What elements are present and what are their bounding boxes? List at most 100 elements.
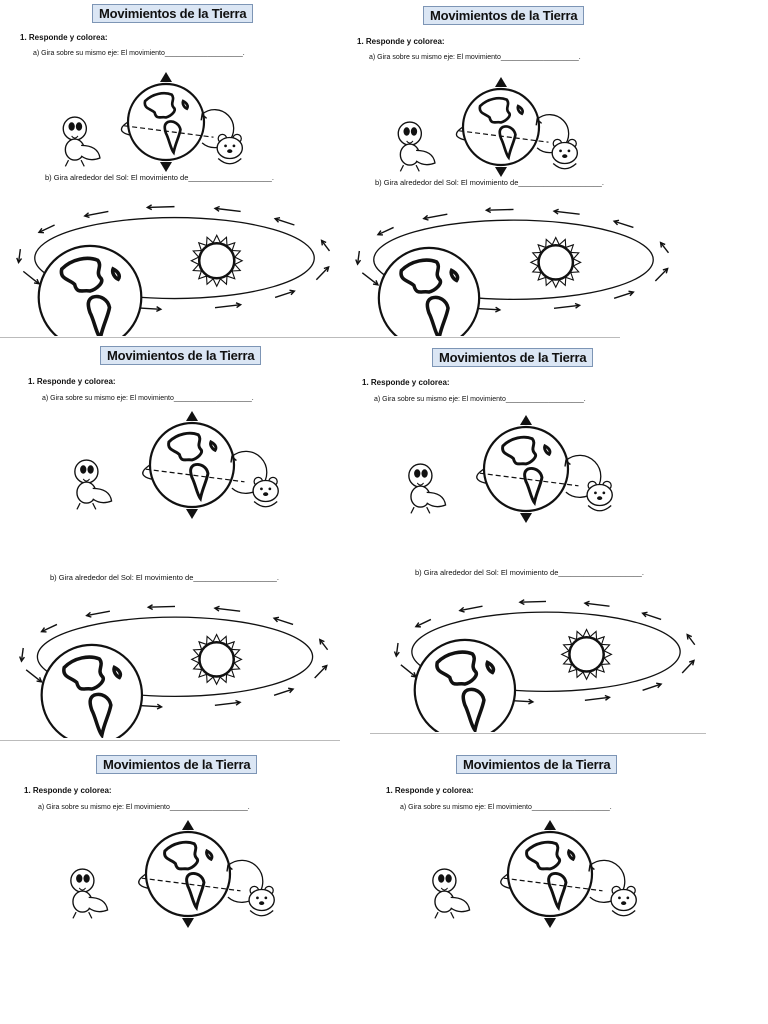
orbit-arrow — [686, 634, 696, 646]
orbit-arrow — [377, 226, 394, 236]
worksheet-title: Movimientos de la Tierra — [96, 755, 258, 774]
south-pole-marker — [160, 162, 172, 172]
part-a-prompt: a) Gira sobre su mismo eje: El movimient… — [400, 804, 612, 811]
bear-character — [586, 480, 613, 512]
translation-illustration — [393, 599, 696, 732]
orbit-arrow — [22, 270, 40, 285]
orbit-arrow — [25, 669, 42, 683]
orbit-arrow — [20, 647, 24, 662]
orbit-arrow — [400, 664, 417, 678]
bird-character — [70, 868, 109, 919]
arrowhead — [36, 677, 43, 683]
part-b-prompt: b) Gira alrededor del Sol: El movimiento… — [45, 173, 274, 182]
south-pole-marker — [544, 918, 556, 928]
arrowhead — [37, 227, 44, 234]
arrowhead — [200, 113, 208, 121]
worksheet-title: Movimientos de la Tierra — [92, 4, 254, 23]
arrowhead — [604, 694, 611, 701]
bear-character — [610, 885, 637, 917]
rotation-illustration — [432, 820, 637, 928]
arrowhead — [659, 241, 666, 248]
worksheet-title: Movimientos de la Tierra — [432, 348, 594, 367]
rotation-illustration — [62, 72, 244, 172]
worksheet-5: Movimientos de la Tierra 1. Responde y c… — [0, 745, 340, 945]
arrowhead — [226, 864, 233, 872]
orbit-arrow — [584, 696, 610, 702]
arrowhead — [235, 302, 243, 309]
orbit-arrow — [147, 205, 175, 209]
bird-character — [74, 459, 113, 510]
orbit-arrow — [319, 639, 329, 651]
orbit-arrow — [681, 660, 695, 674]
equator-dashed — [479, 472, 579, 487]
orbit-arrow — [315, 266, 330, 281]
question-label: 1. Responde y colorea: — [386, 786, 474, 795]
orbit-arrow — [273, 617, 294, 626]
orbit-arrow — [613, 220, 634, 229]
divider-row-2 — [0, 740, 340, 741]
orbit-arrow — [84, 210, 109, 217]
arrowhead — [612, 219, 620, 226]
arrowhead — [641, 611, 648, 618]
orbit-arrow — [642, 683, 662, 691]
orbit-arrow — [660, 242, 670, 254]
north-pole-marker — [495, 77, 507, 87]
bird-character — [408, 463, 447, 514]
north-pole-marker — [186, 411, 198, 421]
rotation-arrow — [589, 859, 626, 903]
orbit-arrow — [214, 701, 241, 707]
arrowhead — [83, 212, 90, 219]
question-label: 1. Responde y colorea: — [362, 378, 450, 387]
arrowhead — [230, 455, 237, 463]
arrowhead — [686, 633, 693, 640]
continents — [163, 840, 214, 911]
north-pole-marker — [160, 72, 172, 82]
worksheet-1: Movimientos de la Tierra 1. Responde y c… — [0, 0, 340, 336]
worksheet-6: Movimientos de la Tierra 1. Responde y c… — [370, 745, 710, 945]
continents — [525, 840, 576, 911]
arrowhead — [518, 599, 525, 606]
orbit-arrow — [613, 291, 634, 299]
orbit-path — [373, 219, 654, 301]
arrowhead — [321, 664, 328, 671]
orbit-arrow — [38, 224, 55, 233]
question-label: 1. Responde y colorea: — [20, 33, 108, 42]
question-label: 1. Responde y colorea: — [24, 786, 112, 795]
arrowhead — [213, 205, 220, 212]
worksheet-title: Movimientos de la Tierra — [456, 755, 618, 774]
arrowhead — [662, 267, 669, 274]
orbit-path — [411, 611, 681, 693]
arrowhead — [628, 290, 635, 297]
arrowhead — [273, 217, 281, 223]
worksheet-4: Movimientos de la Tierra 1. Responde y c… — [360, 340, 700, 732]
arrowhead — [588, 864, 595, 872]
arrowhead — [689, 659, 695, 666]
arrowhead — [156, 306, 163, 313]
equator-dashed — [145, 468, 245, 483]
rotation-arrow — [201, 109, 235, 149]
arrowhead — [323, 265, 330, 272]
south-pole-marker — [520, 513, 532, 523]
sun — [190, 234, 244, 288]
rotation-arrow — [227, 859, 264, 903]
arrowhead — [145, 204, 153, 211]
part-b-prompt: b) Gira alrededor del Sol: El movimiento… — [375, 178, 604, 187]
north-pole-marker — [520, 415, 532, 425]
orbit-arrow — [86, 610, 110, 617]
arrowhead — [495, 306, 502, 313]
part-b-prompt: b) Gira alrededor del Sol: El movimiento… — [415, 568, 644, 577]
question-label: 1. Responde y colorea: — [357, 37, 445, 46]
arrowhead — [656, 682, 663, 689]
sun — [529, 236, 582, 289]
arrowhead — [422, 214, 429, 221]
bear-character — [248, 885, 275, 917]
orbit-arrow — [321, 240, 331, 252]
equator-dashed — [459, 130, 549, 143]
orbit-arrow — [553, 210, 580, 215]
orbit-arrow — [17, 249, 22, 263]
orbit-arrow — [395, 642, 399, 657]
rotation-illustration — [74, 411, 279, 519]
arrowhead — [564, 459, 571, 467]
arrowhead — [288, 687, 295, 694]
orbit-arrow — [356, 250, 361, 265]
